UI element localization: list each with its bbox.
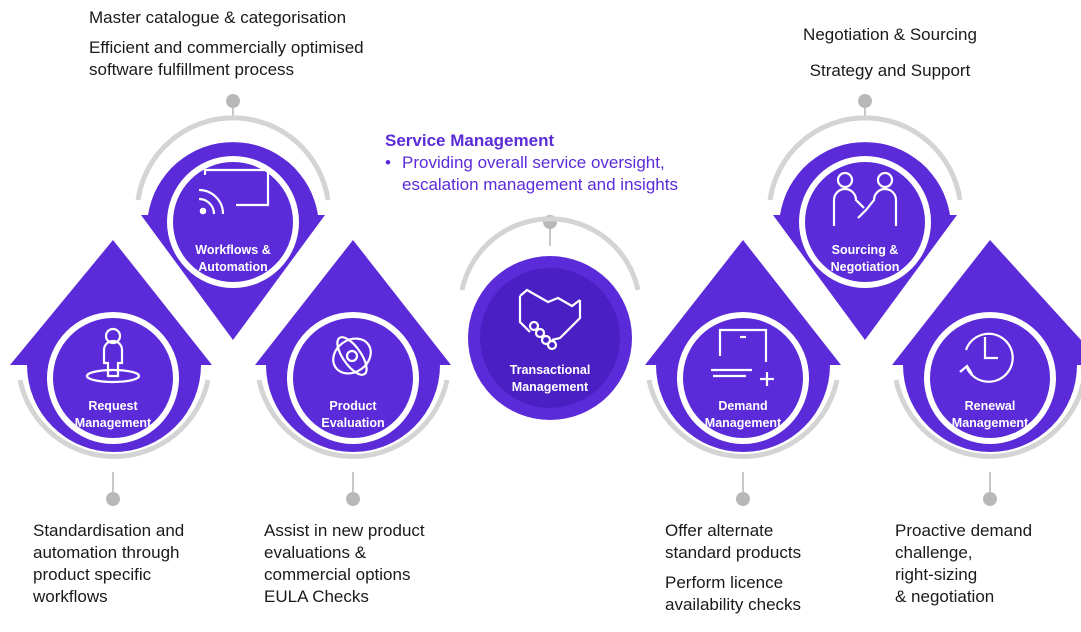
label-request-2: Management [75,416,152,430]
note-line: Assist in new product [264,521,425,540]
note-line: & negotiation [895,587,995,606]
label-transactional-2: Management [512,380,589,394]
label-demand-2: Management [705,416,782,430]
note-line: Standardisation and [33,521,185,540]
dot-demand [736,492,750,506]
node-renewal [892,240,1081,459]
dot-workflows [226,94,240,108]
node-transactional [459,216,641,426]
node-workflows [135,115,331,340]
note-line: Proactive demand [895,521,1033,540]
dot-product [346,492,360,506]
note-line: standard products [665,543,802,562]
label-sourcing-1: Sourcing & [832,243,899,257]
dot-sourcing [858,94,872,108]
laptop-plus-icon [711,328,774,386]
label-demand-1: Demand [718,399,767,413]
clock-renew-icon [959,332,1014,383]
screen-cast-icon [198,168,270,215]
note-sourcing-line: Negotiation & Sourcing [803,25,977,44]
service-management-line: escalation management and insights [385,174,755,196]
two-people-icon [832,171,898,226]
note-line: evaluations & [264,543,367,562]
service-line-2: escalation management and insights [402,175,678,194]
note-line: automation through [33,543,180,562]
note-line: availability checks [665,595,802,614]
note-workflows-line: Master catalogue & categorisation [89,8,347,27]
note-line: right-sizing [895,565,978,584]
note-sourcing-line: Strategy and Support [809,61,971,80]
note-line: Perform licence [665,573,784,592]
note-line: product specific [33,565,152,584]
orbit-icon [332,336,372,376]
note-workflows-line: software fulfillment process [89,60,295,79]
service-line-1: Providing overall service oversight, [402,153,665,172]
dot-renewal [983,492,997,506]
label-renewal-1: Renewal [965,399,1016,413]
note-line: challenge, [895,543,973,562]
service-management-line: • Providing overall service oversight, [385,152,755,174]
note-workflows-line: Efficient and commercially optimised [89,38,364,57]
label-product-2: Evaluation [321,416,384,430]
note-demand: Offer alternate standard products Perfor… [665,520,855,616]
note-renewal: Proactive demand challenge, right-sizing… [895,520,1075,608]
label-sourcing-2: Negotiation [831,260,900,274]
note-request: Standardisation and automation through p… [33,520,233,608]
label-transactional-1: Transactional [510,363,591,377]
person-on-platform-icon [85,327,141,384]
node-demand [645,240,841,459]
handshake-icon [518,288,582,351]
note-line: Offer alternate [665,521,774,540]
note-product: Assist in new product evaluations & comm… [264,520,474,608]
bullet: • [385,153,391,172]
note-workflows: Master catalogue & categorisation Effici… [89,7,449,81]
note-sourcing: Negotiation & Sourcing Strategy and Supp… [760,24,1020,82]
service-management: Service Management • Providing overall se… [385,130,755,196]
label-workflows-1: Workflows & [195,243,270,257]
node-sourcing [767,115,963,340]
note-line: workflows [33,587,108,606]
label-request-1: Request [88,399,138,413]
node-product [255,240,451,459]
label-product-1: Product [329,399,377,413]
note-line: commercial options [264,565,411,584]
label-workflows-2: Automation [198,260,267,274]
dot-request [106,492,120,506]
note-line: EULA Checks [264,587,369,606]
node-request [10,240,212,459]
service-management-title: Service Management [385,131,555,150]
label-renewal-2: Management [952,416,1029,430]
